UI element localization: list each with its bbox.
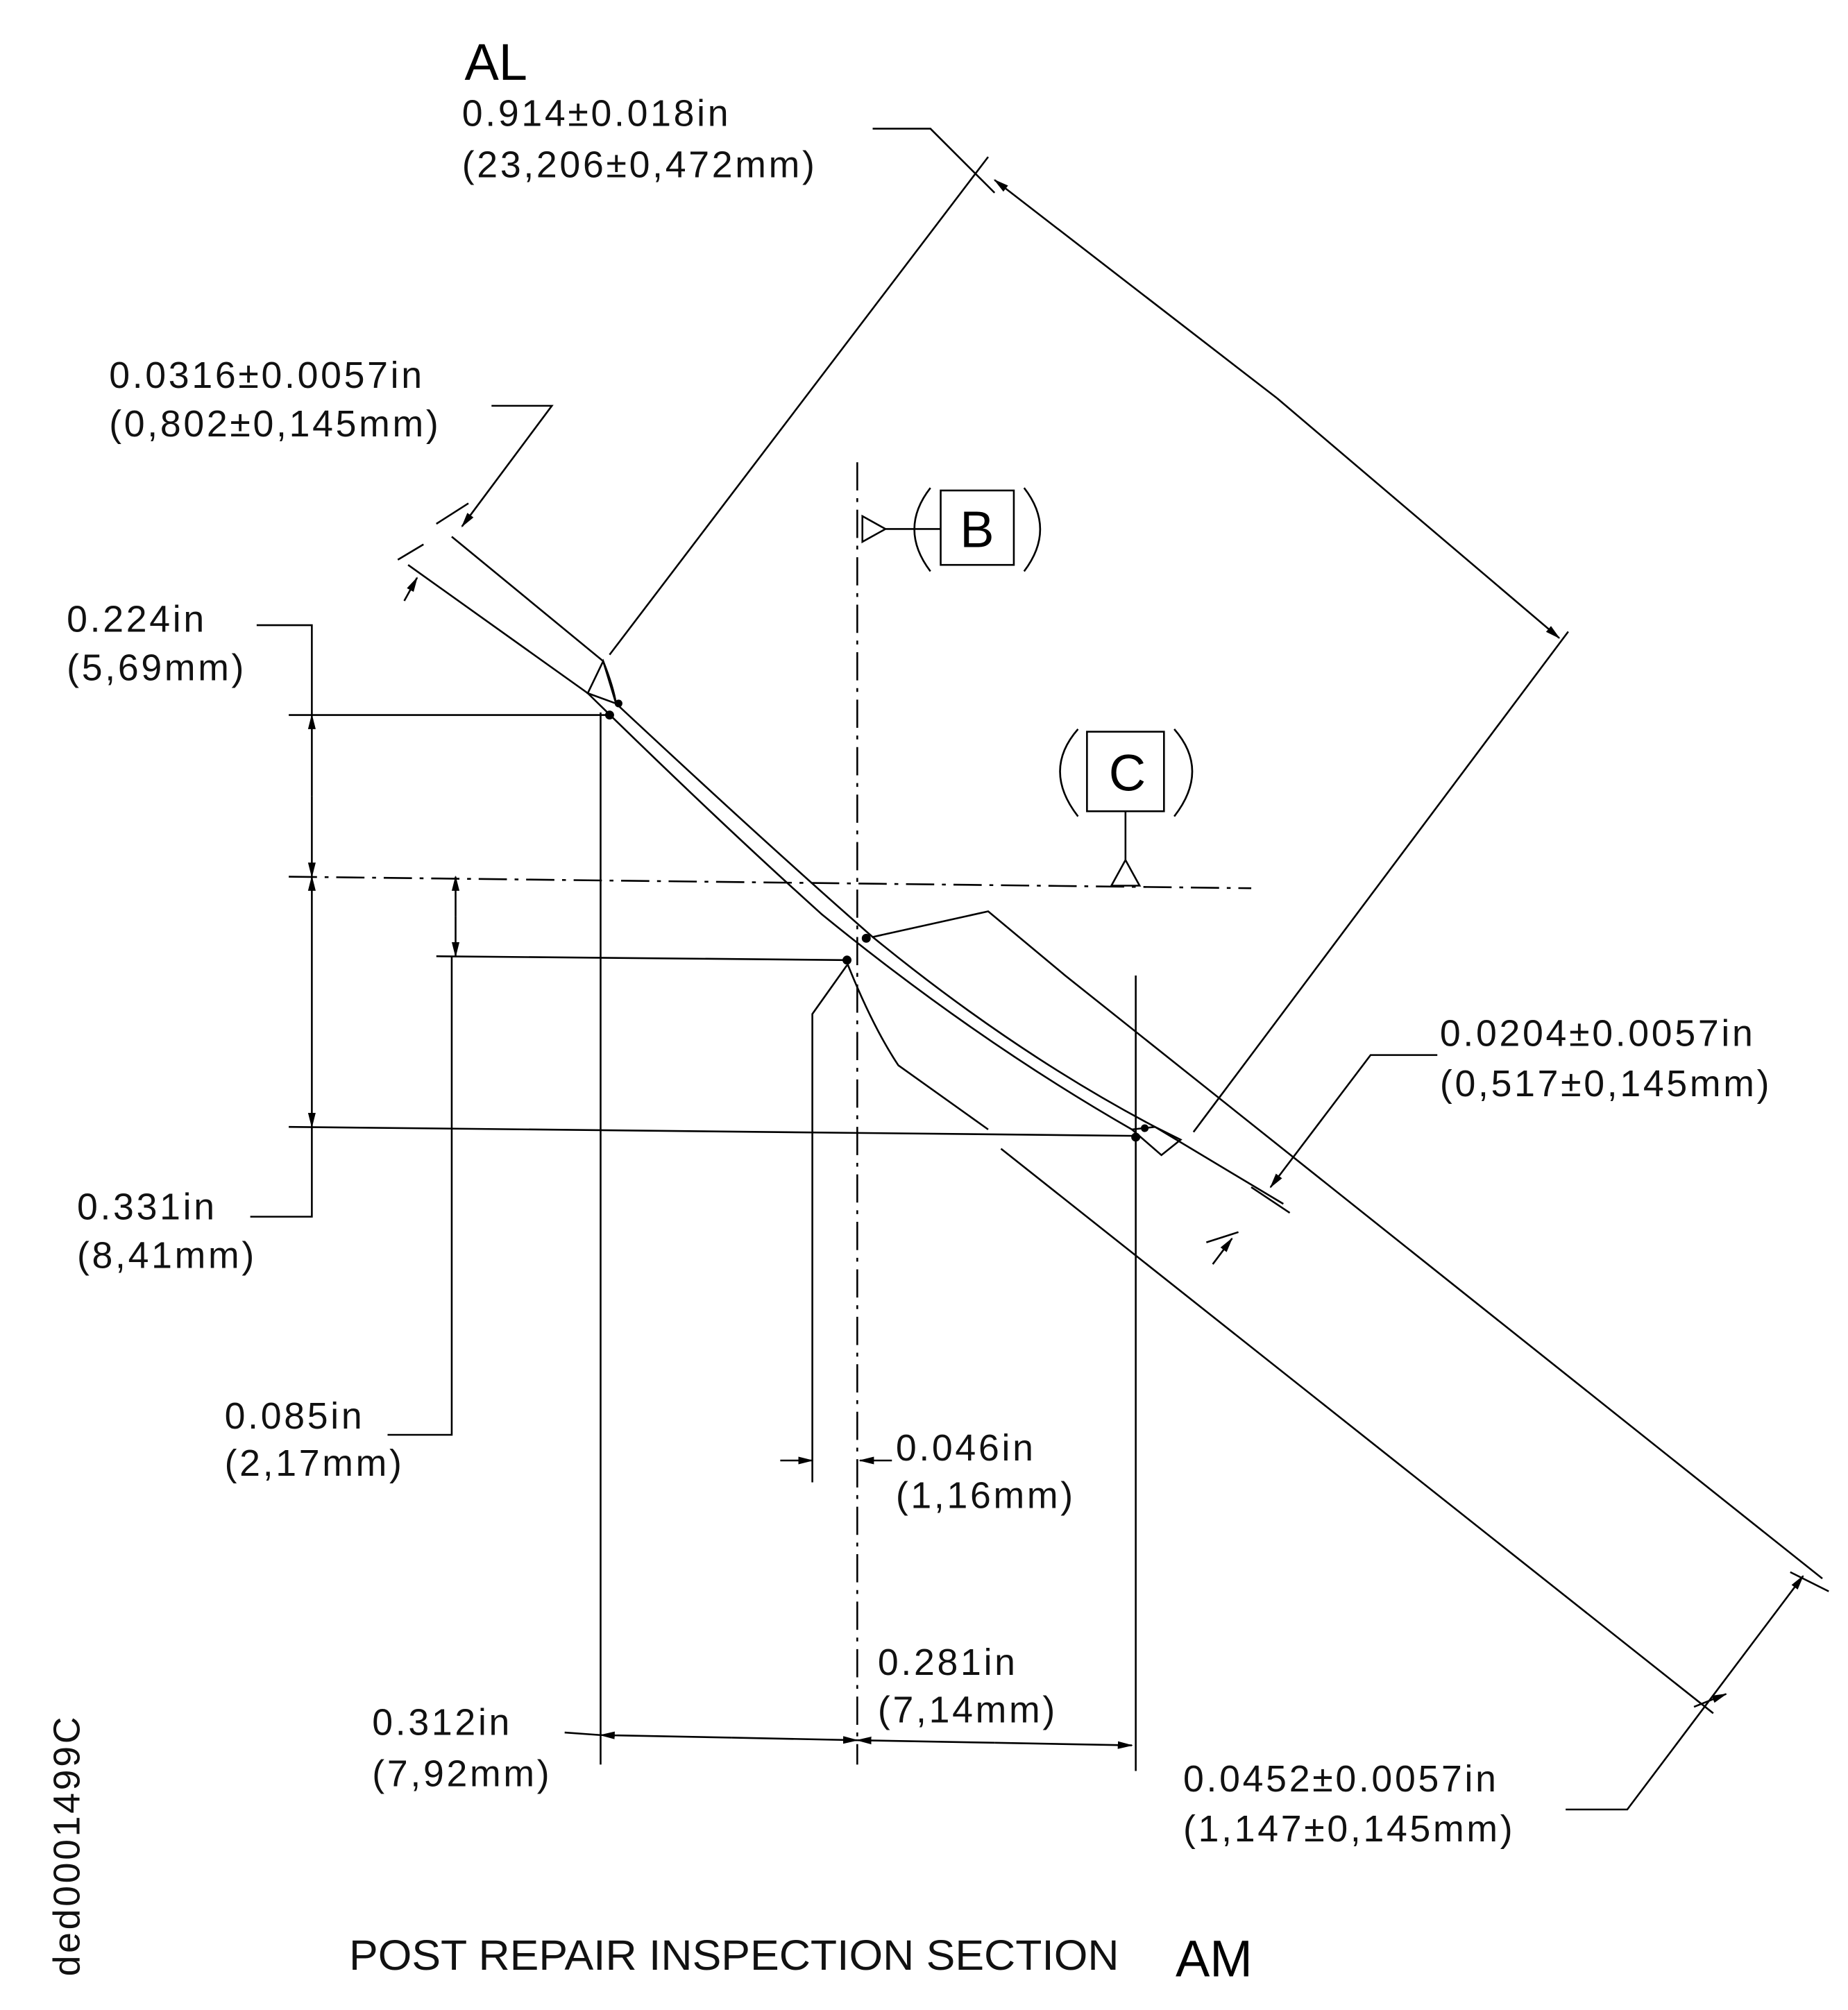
part-profile [407, 536, 1823, 1714]
height-lower-mm: (8,41mm) [77, 1235, 257, 1277]
thickness-bottom-in: 0.0452±0.0057in [1183, 1758, 1499, 1800]
inspection-points [604, 699, 1149, 1142]
view-label-am: AM [1176, 1930, 1253, 1987]
offset-mm: (1,16mm) [896, 1474, 1076, 1516]
thickness-top-in: 0.0316±0.0057in [109, 355, 425, 396]
height-lower-in: 0.331in [77, 1186, 217, 1227]
height-small-in: 0.085in [225, 1395, 365, 1437]
view-label-al: AL [464, 33, 527, 91]
height-upper-mm: (5,69mm) [67, 647, 246, 689]
datum-b-label: B [960, 500, 994, 558]
datum-c-symbol: C [1059, 729, 1194, 887]
thickness-top-mm: (0,802±0,145mm) [109, 403, 441, 445]
height-small-mm: (2,17mm) [225, 1442, 405, 1484]
height-upper-in: 0.224in [67, 598, 207, 640]
datum-b-symbol: B [861, 487, 1042, 572]
thickness-bottom-mm: (1,147±0,145mm) [1183, 1808, 1515, 1850]
dimension-lines [250, 128, 1829, 1811]
section-title: POST REPAIR INSPECTION SECTION [349, 1932, 1119, 1979]
width-left-in: 0.312in [372, 1702, 512, 1744]
width-right-in: 0.281in [878, 1642, 1018, 1683]
offset-in: 0.046in [896, 1427, 1036, 1469]
width-right-mm: (7,14mm) [878, 1689, 1058, 1730]
thickness-mid-mm: (0,517±0,145mm) [1440, 1063, 1772, 1105]
overall-dim-in: 0.914±0.018in [462, 93, 731, 135]
datum-c-label: C [1109, 744, 1146, 802]
thickness-mid-in: 0.0204±0.0057in [1440, 1013, 1756, 1055]
datum-c-line [289, 876, 1252, 889]
drawing-id: ded0001499C [46, 1714, 88, 1977]
width-left-mm: (7,92mm) [372, 1753, 552, 1795]
overall-dim-mm: (23,206±0,472mm) [462, 144, 817, 186]
